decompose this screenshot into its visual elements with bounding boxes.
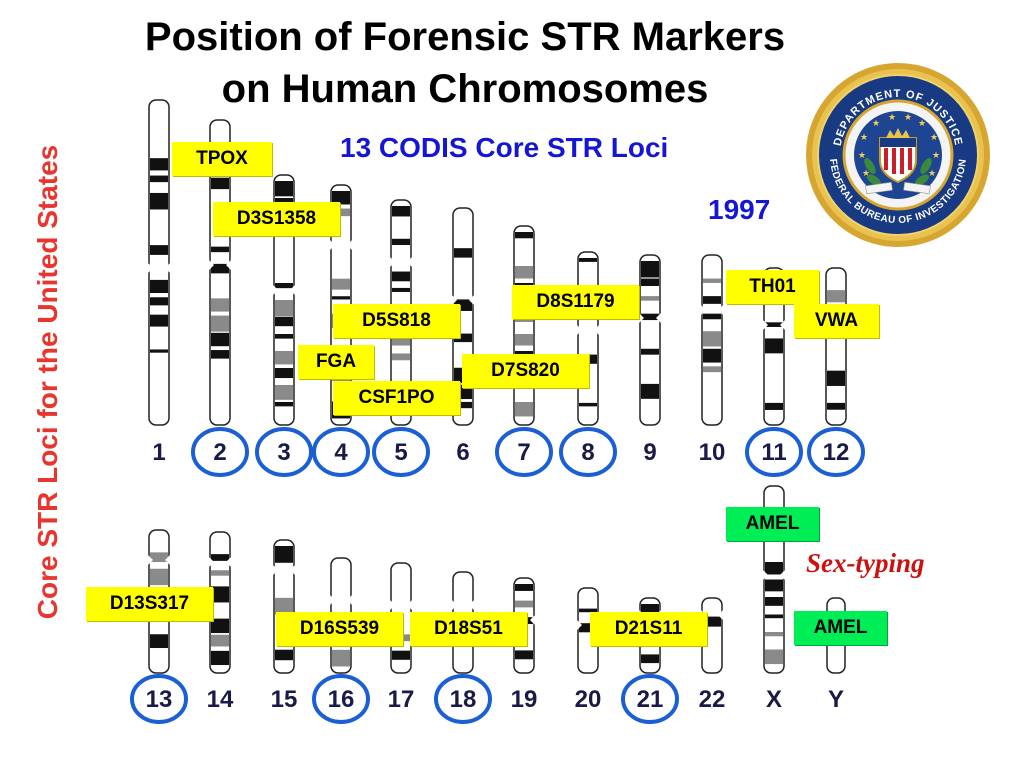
chromosome-7 [513,226,535,425]
locus-label-d5s818: D5S818 [333,304,460,338]
chromosome-number-8: 8 [581,439,594,466]
locus-label-vwa: VWA [794,304,879,338]
chromosome-number-x: X [766,686,782,713]
chromosome-number-7: 7 [517,439,530,466]
chromosome-number-22: 22 [699,686,726,713]
chromosome-8 [577,252,599,425]
chromosome-number-3: 3 [277,439,290,466]
chromosome-number-10: 10 [699,439,726,466]
chromosome-number-1: 1 [152,439,165,466]
chromosome-number-19: 19 [511,686,538,713]
chromosome-number-11: 11 [761,439,786,466]
locus-label-th01: TH01 [726,270,819,304]
chromosome-number-2: 2 [213,439,226,466]
locus-label-amel-x: AMEL [726,507,819,541]
chromosome-number-5: 5 [394,439,407,466]
chromosome-number-16: 16 [328,686,355,713]
chromosome-number-6: 6 [456,439,469,466]
chromosome-number-y: Y [828,686,844,713]
locus-label-d8s1179: D8S1179 [512,285,639,319]
locus-label-d16s539: D16S539 [276,612,403,646]
locus-label-d7s820: D7S820 [462,354,589,388]
chromosome-number-4: 4 [334,439,348,466]
locus-label-d3s1358: D3S1358 [213,202,340,236]
locus-label-tpox: TPOX [172,142,272,176]
locus-label-csf1po: CSF1PO [333,381,460,415]
chromosome-1 [148,100,170,425]
chromosome-15 [273,540,295,673]
locus-label-d21s11: D21S11 [590,612,707,646]
chromosome-number-13: 13 [146,686,173,713]
chromosome-number-17: 17 [388,686,415,713]
locus-label-amel-y: AMEL [794,611,887,645]
chromosome-number-12: 12 [823,439,850,466]
locus-label-d18s51: D18S51 [410,612,527,646]
chromosome-12 [825,268,847,425]
locus-label-d13s317: D13S317 [86,587,213,621]
chromosome-9 [639,255,661,425]
chromosome-number-21: 21 [637,686,664,713]
chromosome-number-9: 9 [643,439,656,466]
chromosome-number-14: 14 [207,686,234,713]
locus-label-fga: FGA [298,345,374,379]
chromosome-number-15: 15 [271,686,298,713]
chromosome-10 [701,255,723,425]
chromosome-number-20: 20 [575,686,602,713]
chromosome-number-18: 18 [450,686,477,713]
